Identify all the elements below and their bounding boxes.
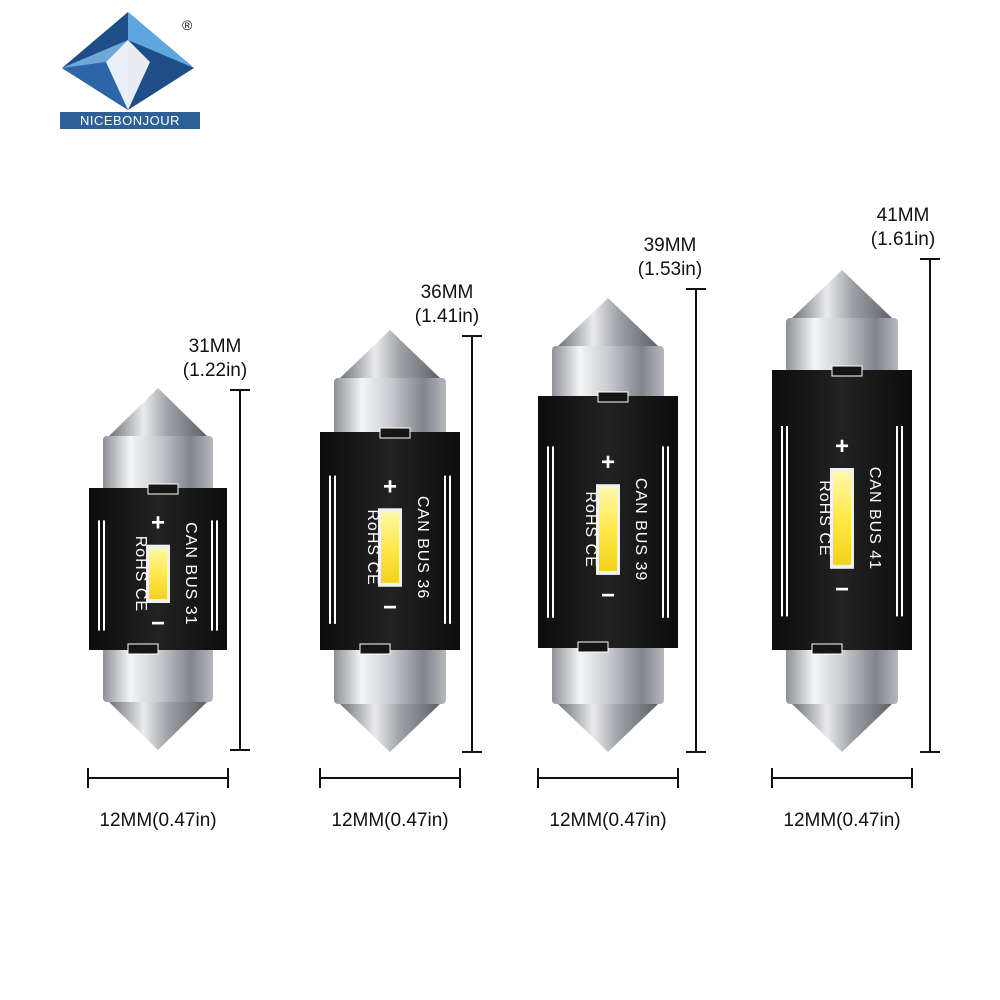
bulb-31: + −CAN BUS 31 RoHS CE 31MM (1.22in) 12MM(0.47… (87, 336, 250, 831)
can-bus-label: CAN BUS 36 (414, 496, 431, 599)
negative-sign: − (835, 576, 849, 603)
negative-sign: − (601, 582, 615, 609)
width-label: 12MM(0.47in) (549, 810, 666, 831)
registered-mark: ® (182, 17, 193, 33)
width-label: 12MM(0.47in) (99, 810, 216, 831)
length-inch-label: (1.53in) (638, 259, 702, 280)
can-bus-label: CAN BUS 31 (182, 522, 199, 625)
top-cap-tip (109, 388, 207, 436)
led-chip (833, 472, 851, 565)
rohs-ce-label: RoHS CE (132, 536, 149, 612)
bottom-cap-tip (558, 704, 658, 752)
can-bus-label: CAN BUS 39 (632, 478, 649, 581)
length-inch-label: (1.41in) (415, 306, 479, 327)
negative-sign: − (151, 610, 165, 637)
brand-name: NICEBONJOUR (80, 113, 180, 128)
length-inch-label: (1.22in) (183, 360, 247, 381)
logo-facet-inner (62, 40, 128, 68)
bottom-cap-body (334, 646, 446, 704)
bottom-cap-body (786, 646, 898, 704)
logo-star (106, 40, 150, 110)
solder-tab-bottom (811, 643, 843, 655)
bottom-cap-tip (340, 704, 440, 752)
solder-tab-bottom (359, 643, 391, 655)
rohs-ce-label: RoHS CE (582, 491, 599, 567)
led-chip (381, 512, 399, 583)
positive-sign: + (383, 473, 397, 500)
bulb-41: + −CAN BUS 41 RoHS CE 41MM (1.61in) 12MM(0.47… (771, 205, 940, 831)
top-cap-body (552, 346, 664, 400)
negative-sign: − (383, 594, 397, 621)
top-cap-body (786, 318, 898, 374)
top-cap-body (334, 378, 446, 436)
logo-facet-top (128, 12, 194, 68)
solder-tab-top (379, 427, 411, 439)
positive-sign: + (601, 449, 615, 476)
top-cap-tip (558, 298, 658, 346)
bulb-36: + −CAN BUS 36 RoHS CE 36MM (1.41in) 12MM(0.47… (319, 282, 482, 831)
solder-tab-top (147, 483, 179, 495)
length-inch-label: (1.61in) (871, 229, 935, 250)
positive-sign: + (835, 433, 849, 460)
solder-tab-top (597, 391, 629, 403)
rohs-ce-label: RoHS CE (364, 509, 381, 585)
led-chip (599, 488, 617, 571)
bottom-cap-tip (792, 704, 892, 752)
top-cap-body (103, 436, 213, 492)
rohs-ce-label: RoHS CE (816, 480, 833, 556)
positive-sign: + (151, 510, 165, 537)
length-mm-label: 36MM (421, 282, 474, 303)
bulb-39: + −CAN BUS 39 RoHS CE 39MM (1.53in) 12MM(0.47… (537, 235, 706, 831)
bottom-cap-body (552, 644, 664, 704)
length-mm-label: 41MM (877, 205, 930, 226)
length-mm-label: 31MM (189, 336, 242, 357)
top-cap-tip (340, 330, 440, 378)
can-bus-label: CAN BUS 41 (866, 467, 883, 570)
bottom-cap-tip (109, 702, 207, 750)
led-chip (149, 548, 167, 600)
length-mm-label: 39MM (644, 235, 697, 256)
solder-tab-top (831, 365, 863, 377)
width-label: 12MM(0.47in) (783, 810, 900, 831)
solder-tab-bottom (127, 643, 159, 655)
top-cap-tip (792, 270, 892, 318)
width-label: 12MM(0.47in) (331, 810, 448, 831)
solder-tab-bottom (577, 641, 609, 653)
bottom-cap-body (103, 646, 213, 702)
logo-band (60, 112, 200, 129)
brand-logo: NICEBONJOUR ® (60, 12, 200, 129)
